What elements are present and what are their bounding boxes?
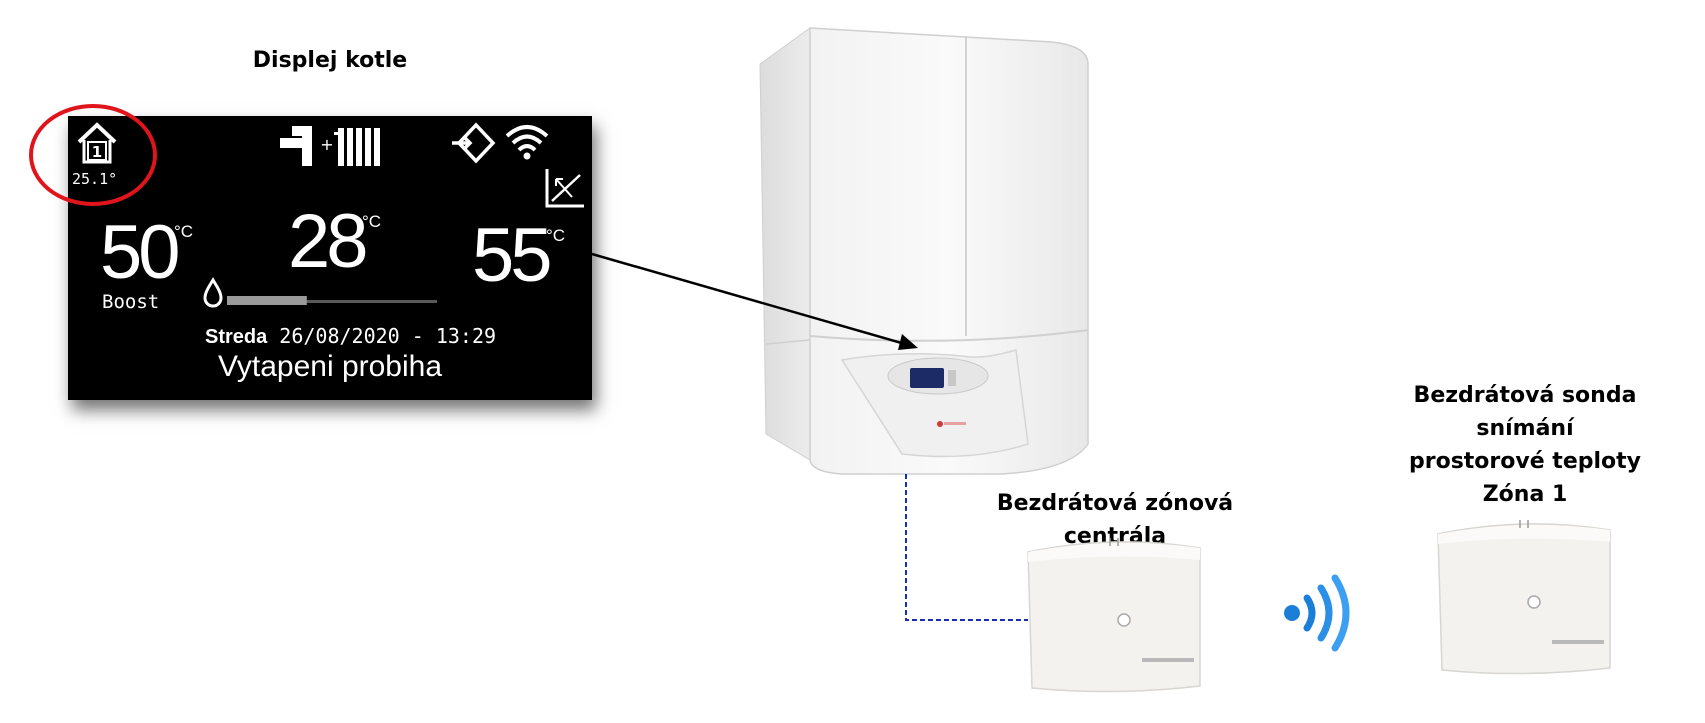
dhw-temperature: 50 (100, 210, 181, 295)
room-probe-device (1437, 520, 1611, 675)
wifi-icon (505, 125, 549, 160)
boiler-unit (759, 27, 1089, 475)
room-probe-caption: Bezdrátová sonda snímání prostorové tepl… (1365, 379, 1685, 511)
probe-caption-line-1: Bezdrátová sonda snímání (1413, 383, 1637, 441)
brand-mark (1142, 658, 1194, 662)
room-setpoint-temperature: 28 (288, 199, 369, 284)
date-time-value: 26/08/2020 - 13:29 (279, 324, 497, 348)
pointer-arrow (591, 252, 918, 350)
diamond-arrow-icon (452, 122, 496, 164)
flow-temperature-unit: °C (546, 226, 566, 245)
plus-icon: + (320, 135, 333, 154)
flame-level-fill (227, 296, 307, 305)
zone-central-caption: Bezdrátová zónová centrála (996, 491, 1234, 549)
radiator-icon (334, 128, 380, 166)
boost-label: Boost (102, 291, 160, 313)
room-setpoint-unit: °C (362, 212, 382, 231)
probe-caption-line-2: prostorové teploty (1408, 449, 1642, 474)
brand-mark (1552, 640, 1604, 644)
date-time: Streda 26/08/2020 - 13:29 (205, 324, 496, 349)
status-message: Vytapeni probiha (217, 350, 443, 383)
flame-level-indicator (203, 277, 437, 308)
probe-caption-line-3: Zóna 1 (1482, 482, 1568, 507)
flow-temperature: 55 (472, 213, 553, 298)
tap-icon (280, 126, 312, 166)
highlight-ring (29, 104, 157, 206)
display-caption: Displej kotle (252, 48, 408, 73)
zone-number: 1 (92, 143, 102, 161)
dhw-heating-mode-icons: + (280, 126, 380, 166)
heating-curve-icon (545, 169, 584, 208)
room-temperature: 25.1° (72, 170, 118, 188)
boiler-mini-display (910, 368, 944, 388)
zone-central-device (1027, 538, 1201, 693)
date-day: Streda (205, 326, 268, 348)
house-zone-icon: 1 (77, 122, 117, 164)
wireless-signal-icon (1284, 574, 1350, 652)
water-drop-icon (203, 277, 223, 308)
flame-level-track (227, 300, 437, 303)
wired-connection-line (905, 474, 1028, 621)
dhw-temperature-unit: °C (174, 222, 194, 241)
